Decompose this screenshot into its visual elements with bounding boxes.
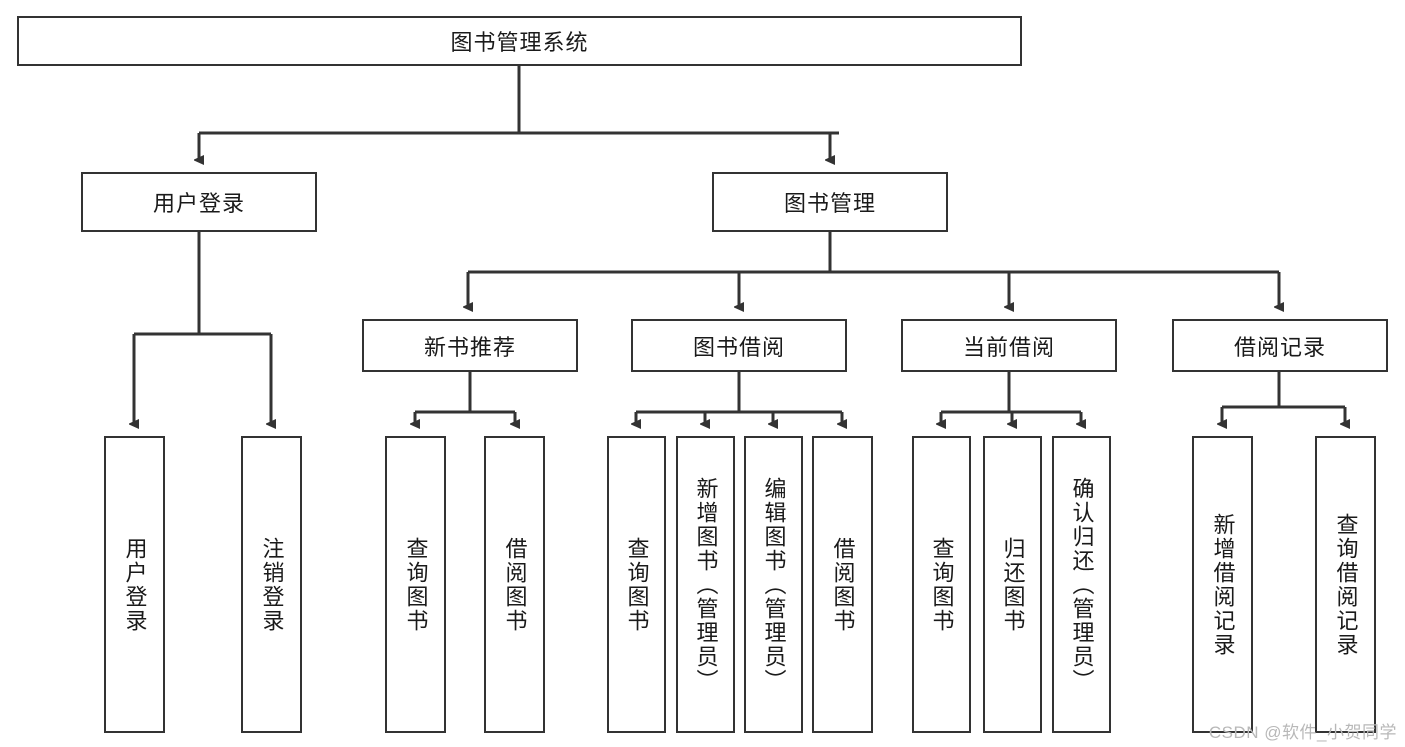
leaf-borrow-book[interactable]: 借阅图书: [812, 436, 873, 733]
watermark: CSDN @软件_小贺同学: [1208, 723, 1397, 742]
leaf-add-borrow-record-label: 新增借阅记录: [1210, 512, 1236, 657]
node-borrow-record[interactable]: 借阅记录: [1172, 319, 1388, 372]
leaf-query-borrow-record[interactable]: 查询借阅记录: [1315, 436, 1376, 733]
leaf-user-logout-label: 注销登录: [259, 536, 285, 633]
node-current-borrow-label: 当前借阅: [962, 334, 1055, 360]
node-root[interactable]: 图书管理系统: [17, 16, 1022, 66]
leaf-user-login[interactable]: 用户登录: [104, 436, 165, 733]
leaf-borrow-book-rec-label: 借阅图书: [502, 536, 528, 633]
leaf-query-borrow-record-label: 查询借阅记录: [1333, 512, 1359, 657]
leaf-query-book-cur[interactable]: 查询图书: [912, 436, 971, 733]
leaf-confirm-return-admin[interactable]: 确认归还（管理员）: [1052, 436, 1111, 733]
node-book-manage-label: 图书管理: [783, 191, 876, 216]
leaf-edit-book-admin[interactable]: 编辑图书（管理员）: [744, 436, 803, 733]
leaf-add-book-admin-label: 新增图书（管理员）: [693, 476, 719, 693]
node-user-login[interactable]: 用户登录: [81, 172, 317, 232]
node-book-borrow[interactable]: 图书借阅: [631, 319, 847, 372]
leaf-user-login-label: 用户登录: [122, 536, 148, 633]
leaf-query-book-borrow-label: 查询图书: [624, 536, 650, 633]
leaf-query-book-rec[interactable]: 查询图书: [385, 436, 446, 733]
leaf-borrow-book-rec[interactable]: 借阅图书: [484, 436, 545, 733]
leaf-confirm-return-admin-label: 确认归还（管理员）: [1069, 476, 1095, 693]
leaf-borrow-book-label: 借阅图书: [830, 536, 856, 633]
leaf-add-book-admin[interactable]: 新增图书（管理员）: [676, 436, 735, 733]
leaf-query-book-borrow[interactable]: 查询图书: [607, 436, 666, 733]
node-book-manage[interactable]: 图书管理: [712, 172, 948, 232]
node-user-login-label: 用户登录: [152, 191, 245, 216]
leaf-return-book-label: 归还图书: [1000, 536, 1026, 633]
node-book-borrow-label: 图书借阅: [692, 334, 785, 360]
node-borrow-record-label: 借阅记录: [1233, 334, 1326, 360]
node-current-borrow[interactable]: 当前借阅: [901, 319, 1117, 372]
leaf-query-book-rec-label: 查询图书: [403, 536, 429, 633]
leaf-add-borrow-record[interactable]: 新增借阅记录: [1192, 436, 1253, 733]
leaf-query-book-cur-label: 查询图书: [929, 536, 955, 633]
node-new-book-rec[interactable]: 新书推荐: [362, 319, 578, 372]
node-root-label: 图书管理系统: [450, 30, 589, 55]
leaf-return-book[interactable]: 归还图书: [983, 436, 1042, 733]
leaf-user-logout[interactable]: 注销登录: [241, 436, 302, 733]
leaf-edit-book-admin-label: 编辑图书（管理员）: [761, 476, 787, 693]
node-new-book-rec-label: 新书推荐: [423, 334, 516, 360]
